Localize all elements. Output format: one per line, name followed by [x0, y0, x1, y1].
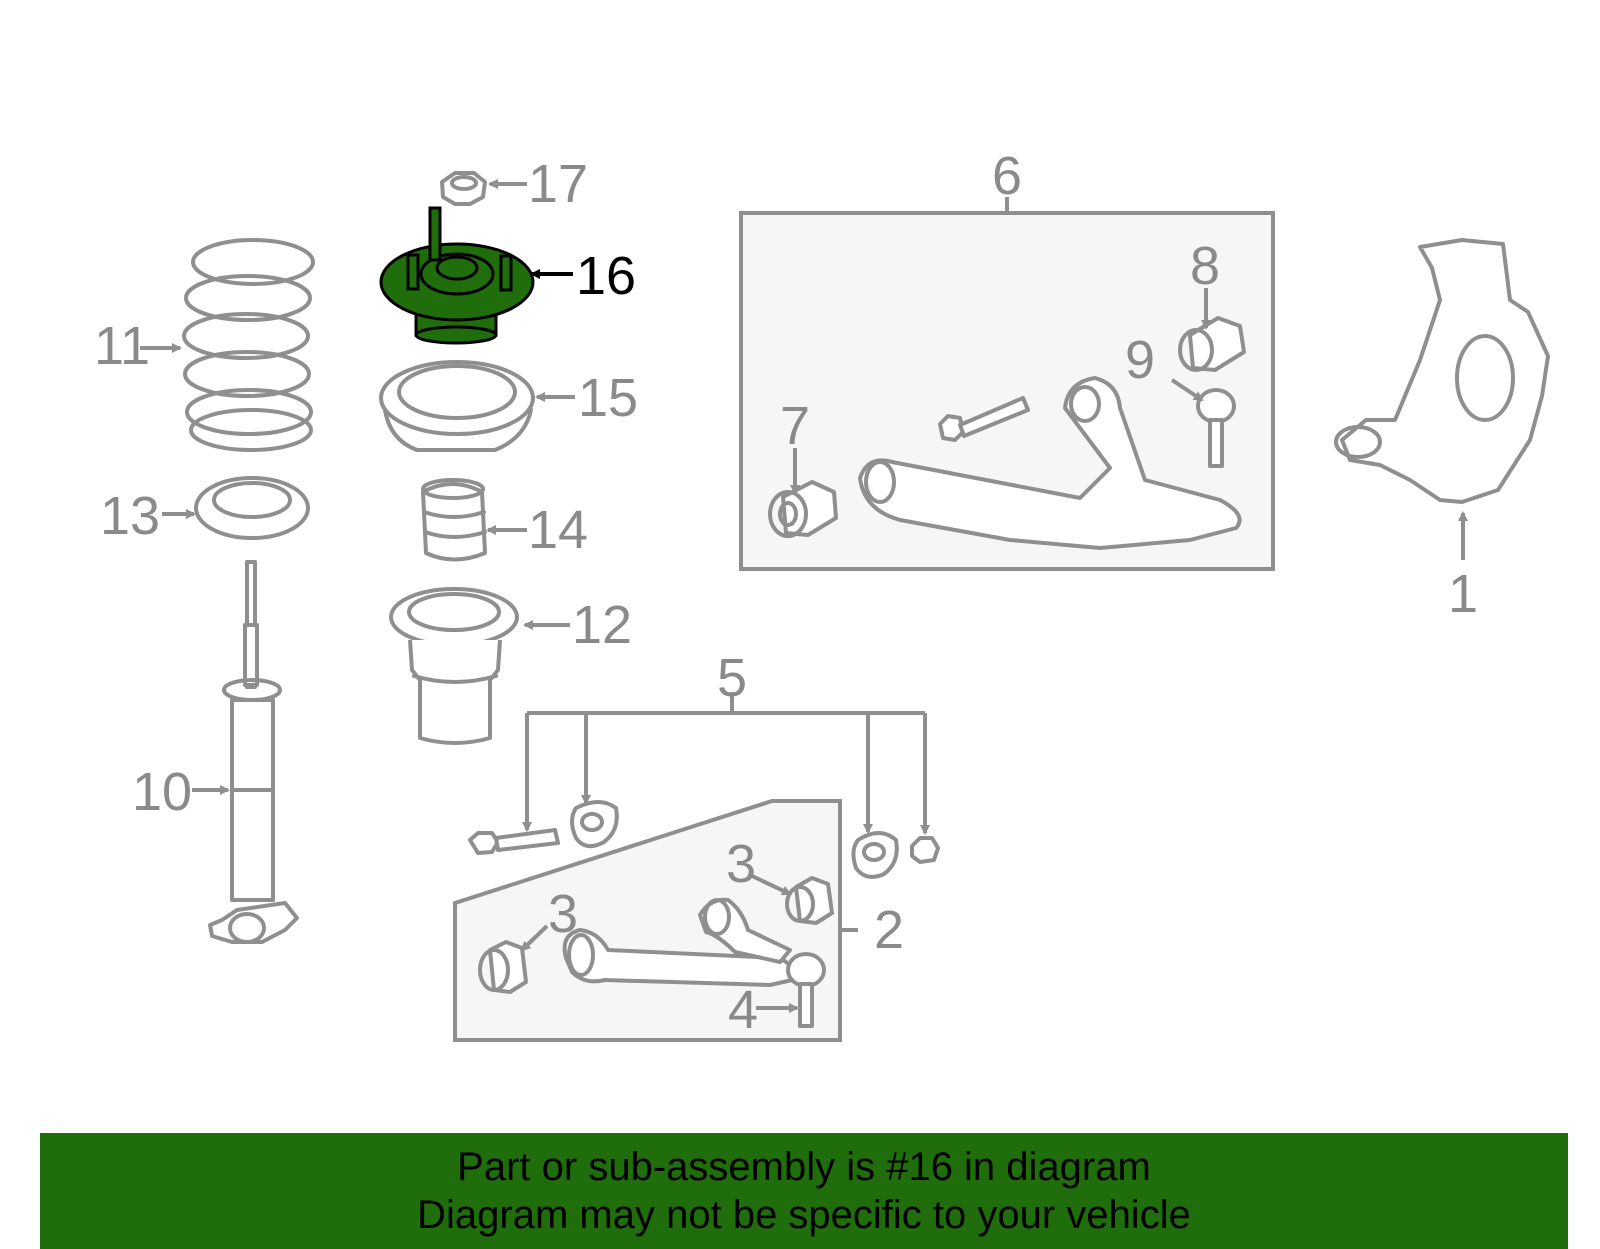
part-9-ball-joint[interactable] — [1170, 378, 1236, 468]
callout-11: 11 — [94, 316, 150, 376]
callout-3b: 3 — [726, 834, 756, 894]
part-6-upper-control-arm[interactable] — [858, 376, 1242, 550]
part-11-coil-spring[interactable] — [140, 238, 315, 452]
part-12-insulator[interactable] — [389, 587, 570, 745]
part-4-ball-joint[interactable] — [756, 952, 826, 1028]
callout-9: 9 — [1125, 330, 1155, 390]
part-2-lower-control-arm[interactable] — [562, 897, 797, 987]
banner-line-1: Part or sub-assembly is #16 in diagram — [457, 1145, 1151, 1189]
callout-13: 13 — [100, 486, 160, 546]
callout-3a: 3 — [548, 884, 578, 944]
callout-15: 15 — [578, 368, 638, 428]
part-15-spring-seat[interactable] — [379, 360, 575, 452]
part-7-bushing[interactable] — [768, 448, 838, 538]
part-16-strut-mount[interactable] — [379, 206, 573, 345]
diagram-notice-banner: Part or sub-assembly is #16 in diagram D… — [40, 1133, 1568, 1249]
callout-12: 12 — [572, 595, 632, 655]
part-5-bolt[interactable] — [468, 828, 560, 855]
callout-17: 17 — [528, 154, 588, 214]
part-5-hardware-leaders — [522, 692, 930, 835]
callout-6: 6 — [992, 146, 1022, 206]
part-3-bushing-b[interactable] — [751, 874, 834, 925]
part-17-nut[interactable] — [440, 171, 527, 206]
callout-5: 5 — [717, 648, 747, 708]
callout-2: 2 — [874, 900, 904, 960]
callout-8: 8 — [1190, 236, 1220, 296]
callout-10: 10 — [132, 762, 192, 822]
part-1-steering-knuckle[interactable] — [1334, 238, 1550, 560]
part-14-jounce-bumper[interactable] — [421, 478, 527, 562]
part-8-bushing[interactable] — [1178, 288, 1246, 372]
part-13-spring-insulator[interactable] — [162, 476, 310, 540]
part-10-shock-absorber[interactable] — [192, 560, 299, 944]
banner-line-2: Diagram may not be specific to your vehi… — [417, 1193, 1191, 1237]
callout-1: 1 — [1448, 564, 1478, 624]
callout-4: 4 — [728, 980, 758, 1040]
part-5-nut[interactable] — [910, 836, 940, 864]
callout-7: 7 — [780, 396, 810, 456]
part-3-bushing-a[interactable] — [478, 924, 549, 994]
part-5-cam-washer-a[interactable] — [570, 800, 619, 849]
part-5-cam-washer-b[interactable] — [851, 831, 899, 879]
callout-16: 16 — [576, 246, 636, 306]
callout-14: 14 — [528, 500, 588, 560]
